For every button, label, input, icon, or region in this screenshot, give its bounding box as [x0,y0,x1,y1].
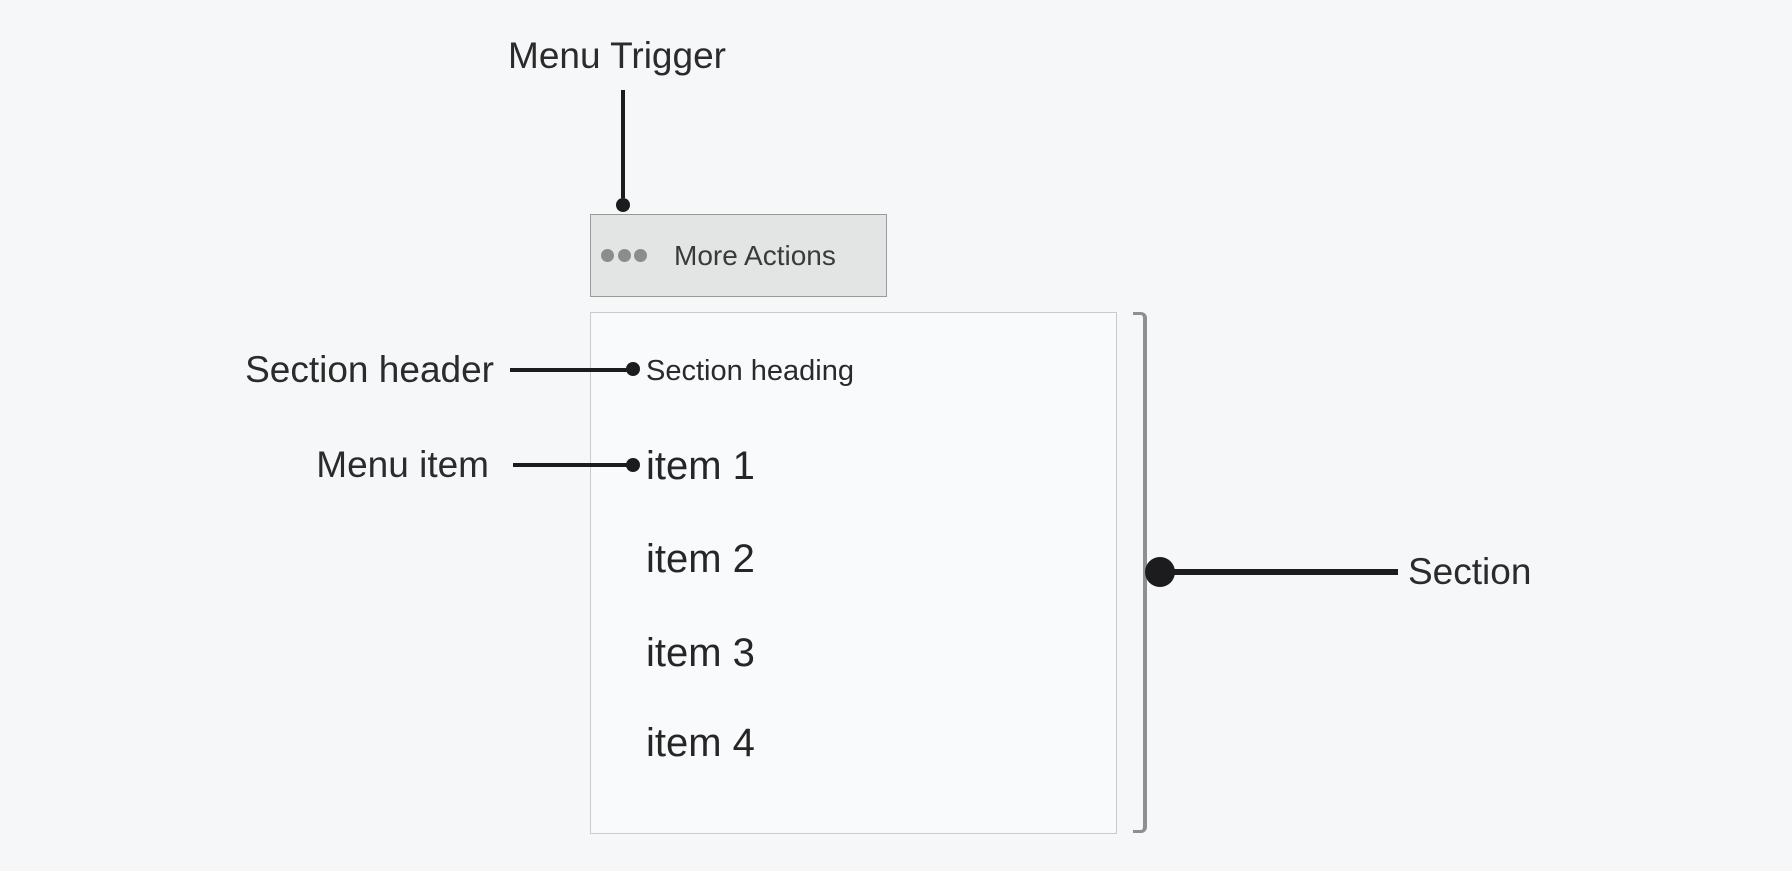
section-header-connector-dot [626,362,640,376]
ellipsis-icon [601,249,647,262]
menu-trigger-connector-line [621,90,625,198]
menu-trigger-annotation-label: Menu Trigger [508,35,726,76]
section-header-connector-line [510,368,634,372]
menu-item[interactable]: item 3 [646,631,755,675]
section-header-annotation-label: Section header [245,349,494,390]
menu-item[interactable]: item 4 [646,721,755,765]
menu-item[interactable]: item 1 [646,444,755,488]
section-annotation-label: Section [1408,551,1532,592]
menu-trigger-connector-dot [616,198,630,212]
more-actions-button[interactable]: More Actions [590,214,887,297]
menu-section-heading: Section heading [646,355,854,387]
more-actions-button-label: More Actions [674,239,836,271]
menu-popup: Section heading item 1 item 2 item 3 ite… [590,312,1117,834]
menu-item-annotation-label: Menu item [316,444,489,485]
section-connector-line [1160,569,1398,575]
menu-item-connector-line [513,463,633,467]
menu-item-connector-dot [626,458,640,472]
menu-item[interactable]: item 2 [646,537,755,581]
